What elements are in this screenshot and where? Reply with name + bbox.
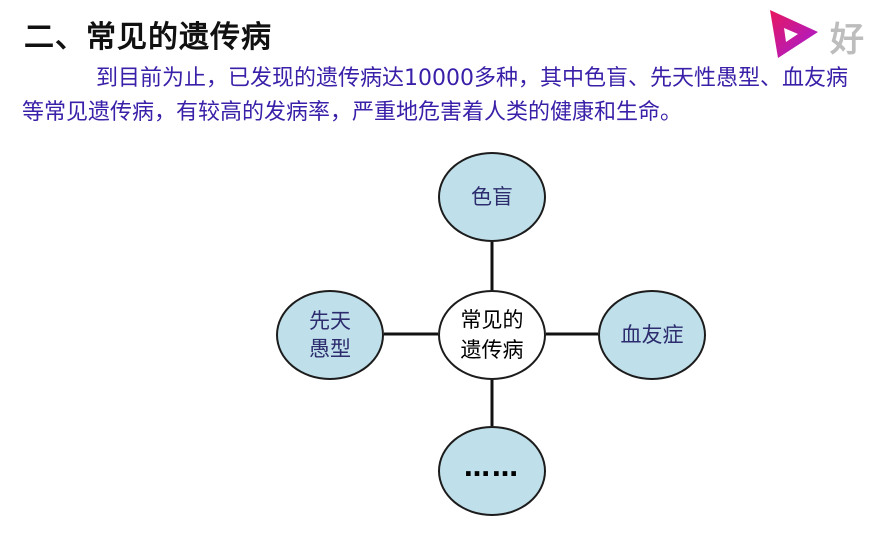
node-label-top: 色盲 [471,185,513,209]
center-label-2: 遗传病 [460,338,524,362]
node-down-syndrome: 先天 愚型 [276,290,384,380]
logo-text: 好 [830,20,864,60]
section-heading: 二、常见的遗传病 [24,20,272,55]
node-center: 常见的 遗传病 [438,290,546,380]
brand-logo: 好 [764,6,866,60]
play-logo-icon [770,10,818,58]
intro-paragraph: 到目前为止，已发现的遗传病达10000多种，其中色盲、先天性愚型、血友病等常见遗… [22,66,848,125]
center-label-1: 常见的 [460,308,524,332]
node-label-left-1: 先天 [309,309,351,333]
node-color-blindness: 色盲 [438,152,546,242]
node-label-bottom: …… [464,453,520,483]
node-label-left-2: 愚型 [309,337,351,361]
node-more: …… [438,426,546,516]
node-label-right: 血友症 [620,323,684,347]
node-hemophilia: 血友症 [598,290,706,380]
